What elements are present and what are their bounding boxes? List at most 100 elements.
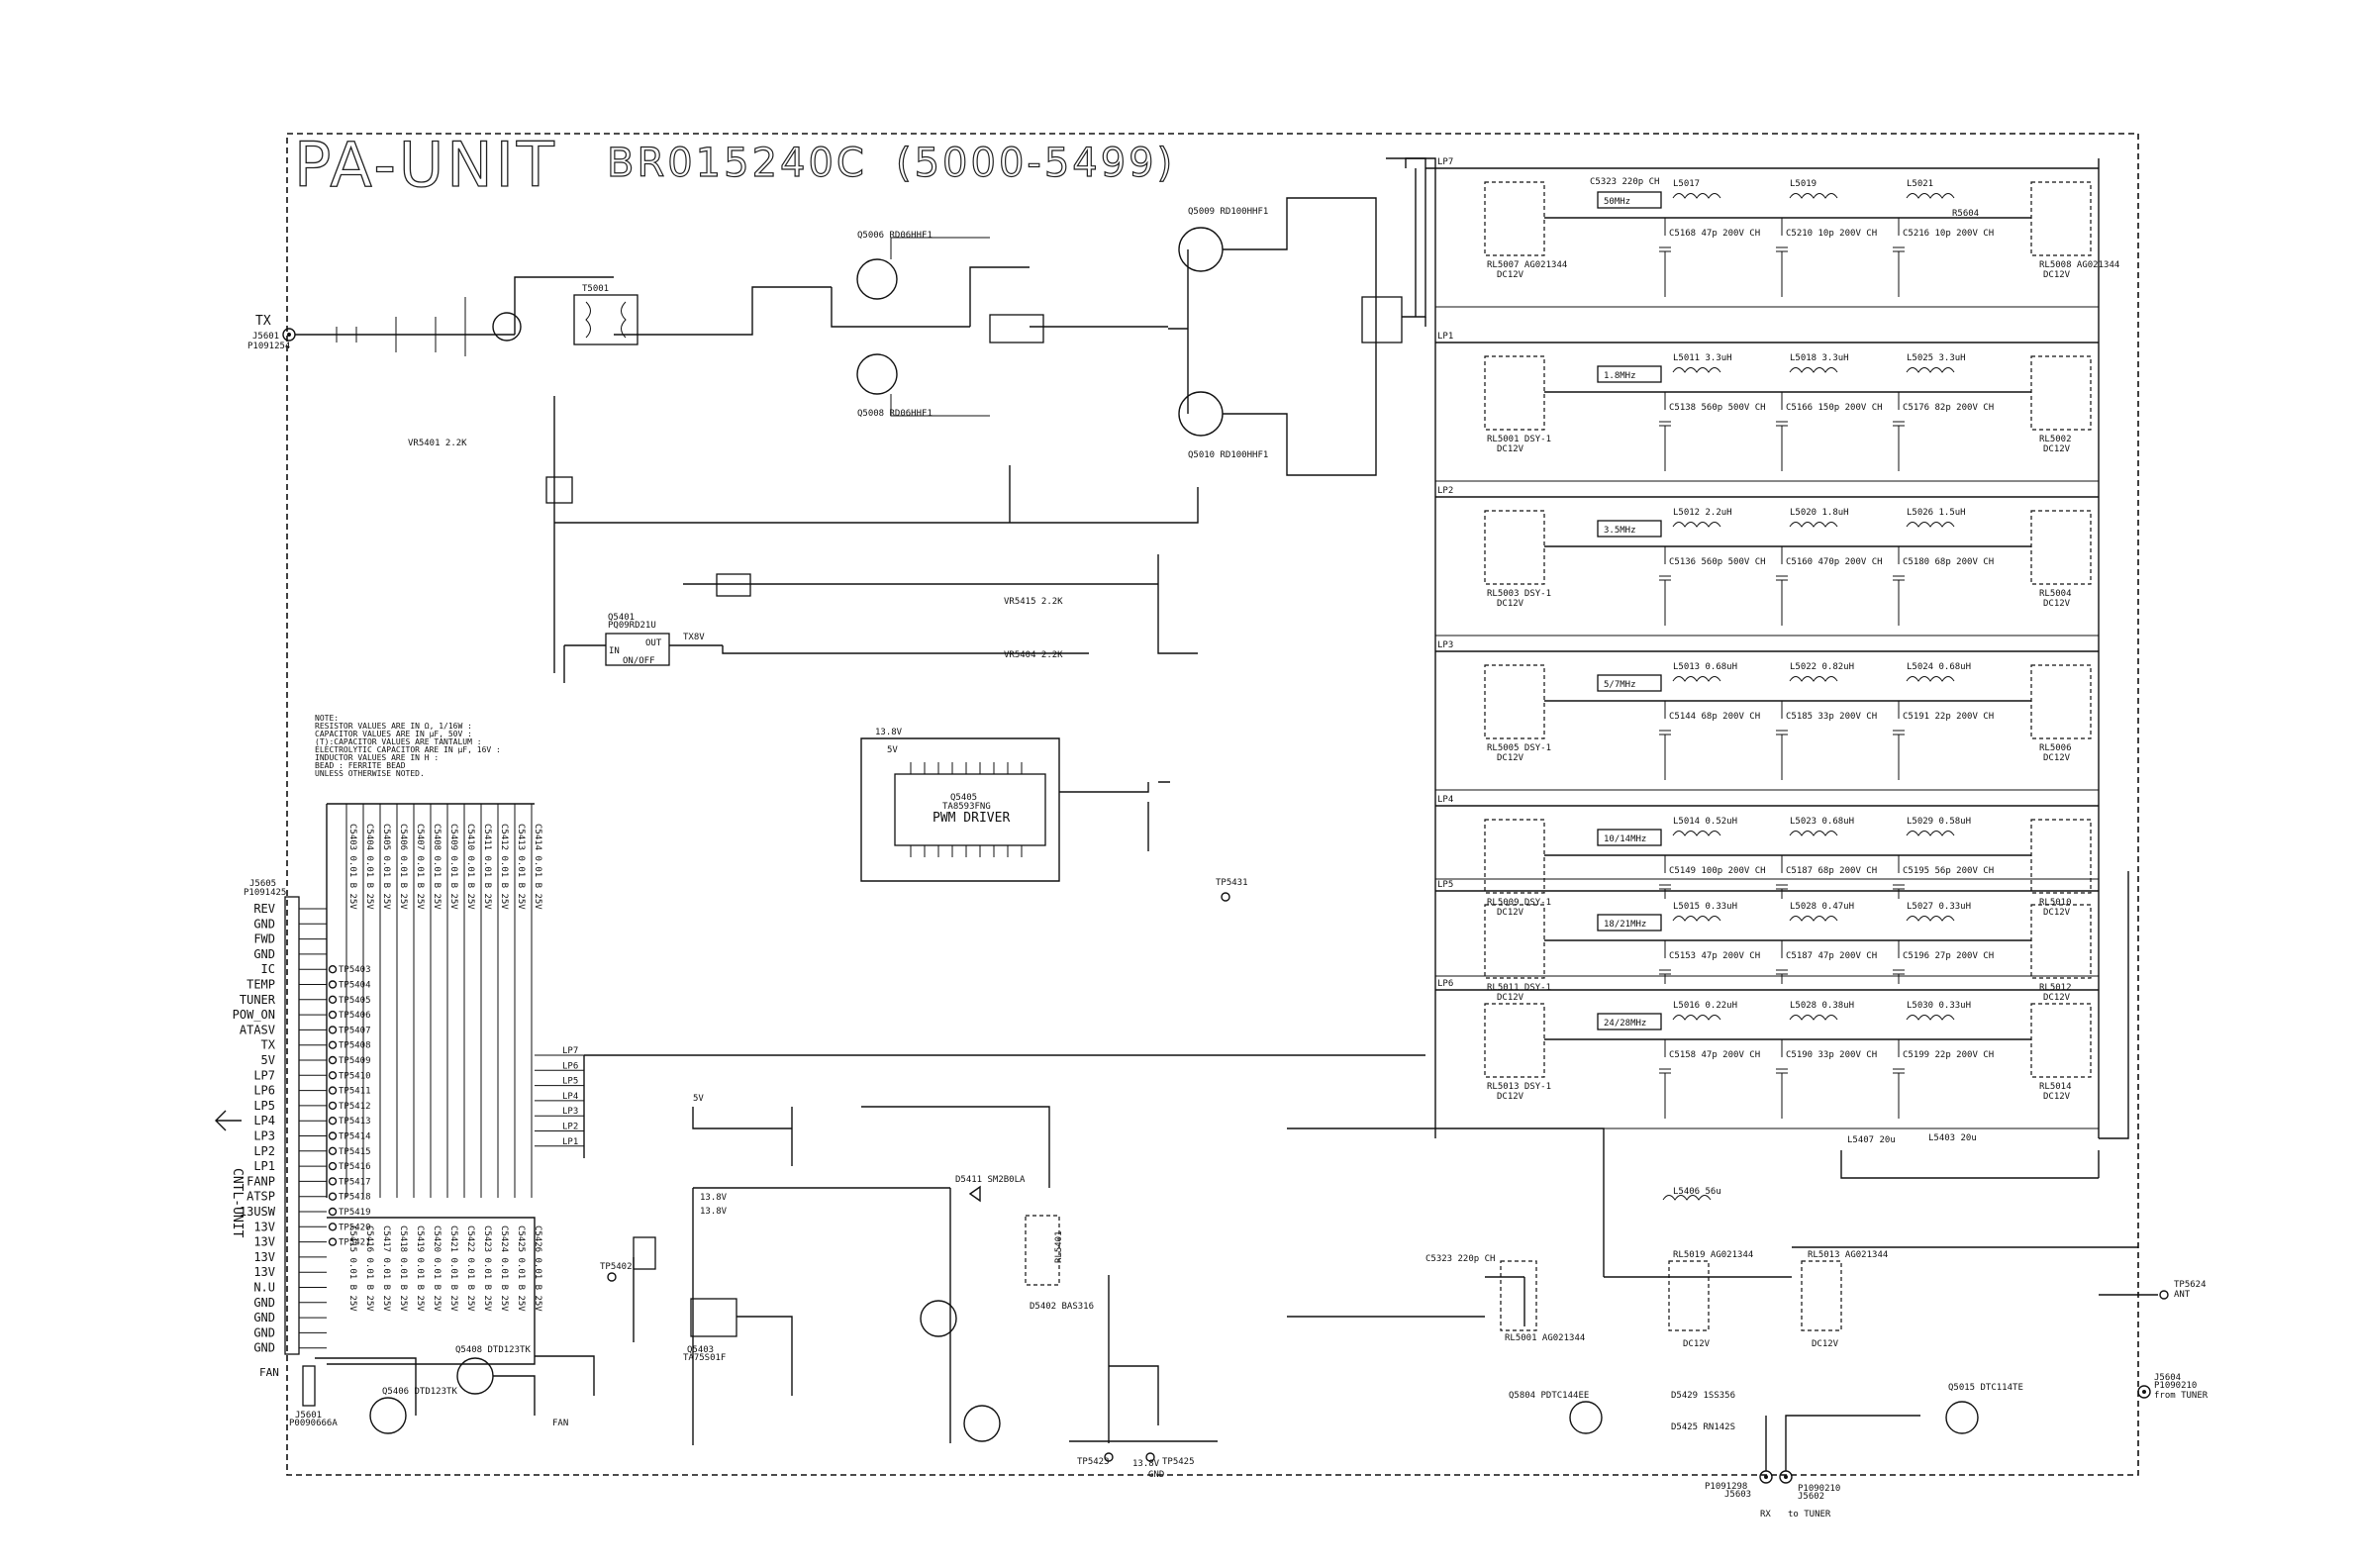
test-point[interactable] — [328, 1237, 338, 1246]
test-point-label: TP5407 — [339, 1026, 371, 1035]
test-point[interactable] — [328, 1101, 338, 1111]
inductor-label: L5012 2.2uH — [1673, 508, 1732, 518]
test-point[interactable] — [328, 1192, 338, 1201]
lp-bus-label: LP1 — [562, 1137, 578, 1147]
capacitor-label: C5149 100p 200V CH — [1669, 866, 1766, 876]
relay-dc-label: DC12V — [2043, 753, 2071, 763]
svg-text:D5425 RN142S: D5425 RN142S — [1671, 1422, 1735, 1432]
filter-inductor — [1789, 916, 1838, 922]
tx-input-section: TX J5601 P1091254 T5001 Q5006 RD06HHF1 Q… — [247, 157, 1435, 683]
relay-dc-label: DC12V — [2043, 270, 2071, 280]
inductor-label: L5023 0.68uH — [1790, 817, 1854, 827]
pin-label-13v: 13V — [253, 1265, 275, 1279]
inductor-label: L5030 0.33uH — [1907, 1001, 1971, 1011]
test-point[interactable] — [328, 1040, 338, 1049]
test-point[interactable] — [328, 1177, 338, 1186]
svg-text:13.8V: 13.8V — [700, 1193, 728, 1203]
svg-text:J5601: J5601 — [295, 1411, 322, 1421]
svg-text:P1091298: P1091298 — [1705, 1482, 1747, 1492]
inductor-label: L5011 3.3uH — [1673, 353, 1732, 363]
test-point[interactable] — [328, 1010, 338, 1020]
capacitor-label: C5405 0.01 B 25V — [381, 824, 391, 910]
svg-text:INDUCTOR VALUES ARE IN H :: INDUCTOR VALUES ARE IN H : — [315, 753, 439, 762]
capacitor-label: C5408 0.01 B 25V — [432, 824, 442, 910]
svg-text:UNLESS OTHERWISE NOTED.: UNLESS OTHERWISE NOTED. — [315, 769, 425, 778]
pin-label-ic: IC — [261, 962, 275, 976]
tx-input-part: P1091254 — [247, 342, 290, 351]
inductor-label: L5029 0.58uH — [1907, 817, 1971, 827]
test-point[interactable] — [328, 1026, 338, 1034]
ant-output-connector[interactable] — [2159, 1290, 2169, 1300]
capacitor-label: C5138 560p 500V CH — [1669, 403, 1766, 413]
relay-label: RL5007 AG021344 — [1487, 260, 1567, 270]
svg-text:VR5415 2.2K: VR5415 2.2K — [1004, 597, 1063, 607]
test-point[interactable] — [328, 965, 338, 974]
test-point[interactable] — [328, 1223, 338, 1231]
pin-label-lp2: LP2 — [253, 1144, 275, 1158]
svg-text:TP5624: TP5624 — [2174, 1280, 2207, 1290]
relay-label: RL5014 — [2039, 1082, 2072, 1092]
filter-name: LP1 — [1437, 332, 1453, 342]
svg-text:NOTE:: NOTE: — [315, 714, 339, 723]
svg-text:Q5009 RD100HHF1: Q5009 RD100HHF1 — [1188, 207, 1268, 217]
relay-label: RL5009 DSY-1 — [1487, 898, 1551, 908]
svg-text:FAN: FAN — [259, 1366, 279, 1379]
svg-text:Q5804 PDTC144EE: Q5804 PDTC144EE — [1509, 1391, 1589, 1401]
svg-text:C5323 220p CH: C5323 220p CH — [1590, 177, 1659, 187]
pwm-ic-label: PWM DRIVER — [933, 811, 1010, 826]
svg-text:Q5401: Q5401 — [608, 613, 635, 623]
filter-input-relay — [1484, 664, 1545, 739]
relay-dc-label: DC12V — [2043, 993, 2071, 1003]
opamp-q5403 — [690, 1298, 737, 1337]
pin-label-lp5: LP5 — [253, 1099, 275, 1113]
svg-text:TP5425: TP5425 — [1162, 1457, 1195, 1467]
capacitor-label: C5187 68p 200V CH — [1786, 866, 1877, 876]
svg-text:RESISTOR VALUES ARE IN Ω, 1/16: RESISTOR VALUES ARE IN Ω, 1/16W : — [315, 722, 472, 731]
svg-text:to TUNER: to TUNER — [1788, 1510, 1831, 1519]
svg-text:from TUNER: from TUNER — [2154, 1391, 2209, 1401]
pin-label-gnd: GND — [253, 1325, 275, 1339]
capacitor-label: C5418 0.01 B 25V — [398, 1225, 408, 1312]
filter-inductor — [1906, 831, 1955, 836]
test-point[interactable] — [328, 1161, 338, 1171]
relay-label: RL5004 — [2039, 589, 2072, 599]
filter-name: LP7 — [1437, 157, 1453, 167]
cntl-unit-label: CNTL-UNIT — [230, 1168, 245, 1238]
capacitor-label: C5153 47p 200V CH — [1669, 951, 1760, 961]
tuner-coax-connector[interactable] — [2137, 1385, 2151, 1399]
pin-label-lp1: LP1 — [253, 1159, 275, 1173]
svg-text:J5604: J5604 — [2154, 1373, 2181, 1383]
regulator-q5401 — [605, 633, 670, 666]
svg-text:BEAD : FERRITE BEAD: BEAD : FERRITE BEAD — [315, 761, 406, 770]
test-point-label: TP5419 — [339, 1208, 371, 1218]
test-point[interactable] — [328, 1207, 338, 1217]
test-point[interactable] — [328, 1071, 338, 1080]
test-point-label: TP5412 — [339, 1102, 371, 1112]
test-point[interactable] — [328, 1116, 338, 1126]
test-point-label: TP5404 — [339, 981, 371, 991]
test-point[interactable] — [328, 1086, 338, 1095]
lp-bus-label: LP6 — [562, 1061, 578, 1071]
test-point[interactable] — [328, 1146, 338, 1156]
capacitor-label: C5144 68p 200V CH — [1669, 712, 1760, 722]
test-point[interactable] — [328, 980, 338, 989]
q5010-symbol — [1178, 391, 1224, 437]
test-point[interactable] — [328, 1055, 338, 1065]
capacitor-label: C5412 0.01 B 25V — [499, 824, 509, 910]
pin-label-gnd: GND — [253, 1296, 275, 1310]
capacitor-label: C5216 10p 200V CH — [1903, 229, 1994, 239]
svg-text:Q5008 RD06HHF1: Q5008 RD06HHF1 — [857, 409, 933, 419]
test-point[interactable] — [328, 995, 338, 1004]
filter-band-label: 3.5MHz — [1604, 526, 1636, 536]
test-point[interactable] — [328, 1131, 338, 1140]
test-point-label: TP5420 — [339, 1223, 371, 1232]
lp-bus-label: LP7 — [562, 1046, 578, 1056]
pin-label-13usw: 13USW — [240, 1205, 276, 1219]
svg-text:FAN: FAN — [552, 1419, 568, 1428]
